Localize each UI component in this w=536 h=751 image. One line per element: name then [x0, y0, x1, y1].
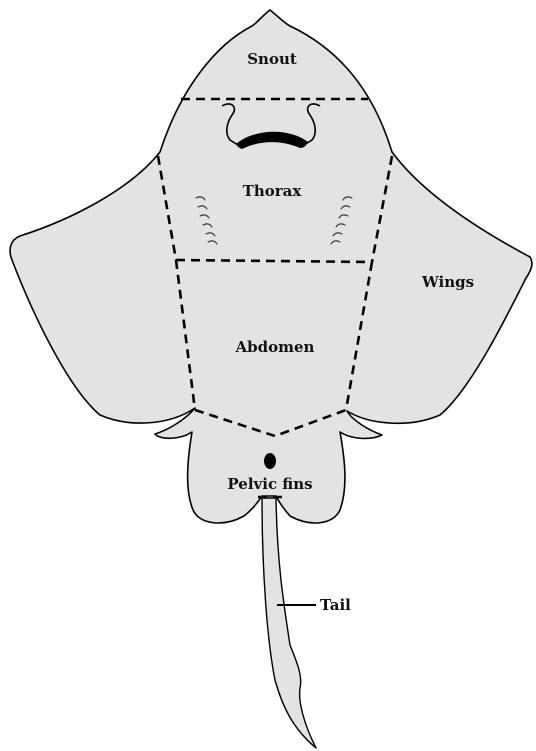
tail-shape — [262, 498, 316, 748]
label-wings: Wings — [421, 273, 474, 291]
body-outline — [10, 10, 532, 523]
label-abdomen: Abdomen — [235, 338, 315, 356]
vent — [264, 453, 276, 469]
label-thorax: Thorax — [243, 182, 303, 200]
label-snout: Snout — [247, 50, 297, 68]
label-pelvic-fins: Pelvic fins — [227, 475, 312, 493]
label-tail: Tail — [320, 596, 351, 614]
